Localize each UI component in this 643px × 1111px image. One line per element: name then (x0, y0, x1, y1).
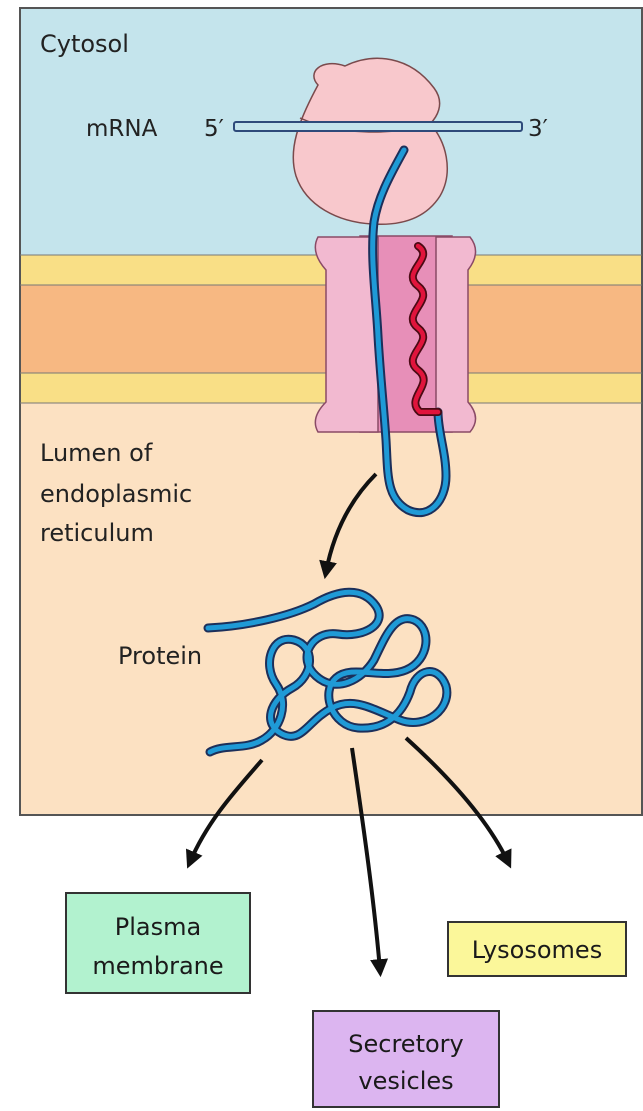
ribosome (293, 58, 447, 224)
plasma-membrane-label-line1: Plasma (115, 913, 201, 941)
lumen-label-line2: endoplasmic (40, 480, 192, 508)
lumen-label-line3: reticulum (40, 519, 154, 547)
plasma-membrane-box: Plasma membrane (66, 893, 250, 993)
three-prime-label: 3′ (528, 116, 548, 142)
protein-label: Protein (118, 642, 202, 670)
secretory-vesicles-label-line2: vesicles (358, 1067, 453, 1095)
mrna-strand (234, 122, 522, 131)
cytosol-label: Cytosol (40, 30, 129, 58)
lysosomes-box: Lysosomes (448, 922, 626, 976)
mrna-label: mRNA (86, 116, 158, 142)
lumen-label-line1: Lumen of (40, 439, 153, 467)
plasma-membrane-label-line2: membrane (92, 952, 223, 980)
secretory-vesicles-label-line1: Secretory (348, 1030, 463, 1058)
secretory-vesicles-box: Secretory vesicles (313, 1011, 499, 1107)
five-prime-label: 5′ (204, 116, 224, 142)
lysosomes-label: Lysosomes (472, 936, 602, 964)
